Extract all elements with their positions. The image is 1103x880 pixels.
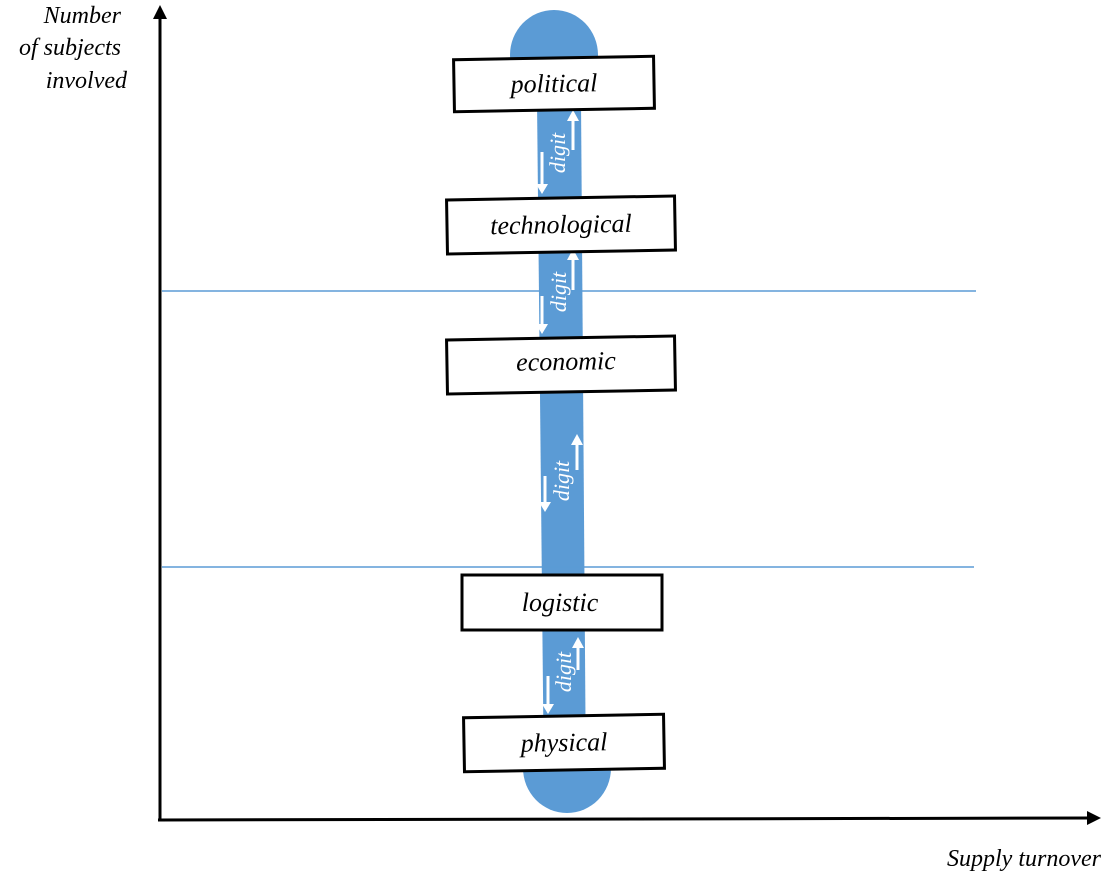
digit-connector-3: digit [539,434,583,512]
digit-connector-4: digit [542,637,584,714]
layer-box-economic: economic [445,334,677,396]
x-axis-label: Supply turnover [947,846,1102,872]
digit-connector-1: digit [536,110,579,194]
layer-box-logistic: logistic [460,573,664,632]
y-axis-label-line-2: of subjects [19,35,121,61]
layer-label-political: political [508,68,597,99]
layer-label-logistic: logistic [522,588,599,617]
layer-label-physical: physical [518,727,607,758]
y-axis-label-line-1: Number [43,3,122,29]
layer-label-economic: economic [516,346,617,377]
digit-label: digit [546,271,571,312]
layer-box-technological: technological [445,194,677,256]
x-axis [157,811,1101,826]
layer-label-technological: technological [490,209,632,240]
digit-label: digit [545,132,570,173]
layer-box-physical: physical [462,712,666,774]
digit-label: digit [549,460,574,501]
y-axis-label: Number of subjects involved [19,3,128,94]
layer-box-political: political [452,54,656,114]
digit-connector-2: digit [536,249,579,334]
y-axis-label-line-3: involved [46,68,128,94]
digit-label: digit [551,651,576,692]
